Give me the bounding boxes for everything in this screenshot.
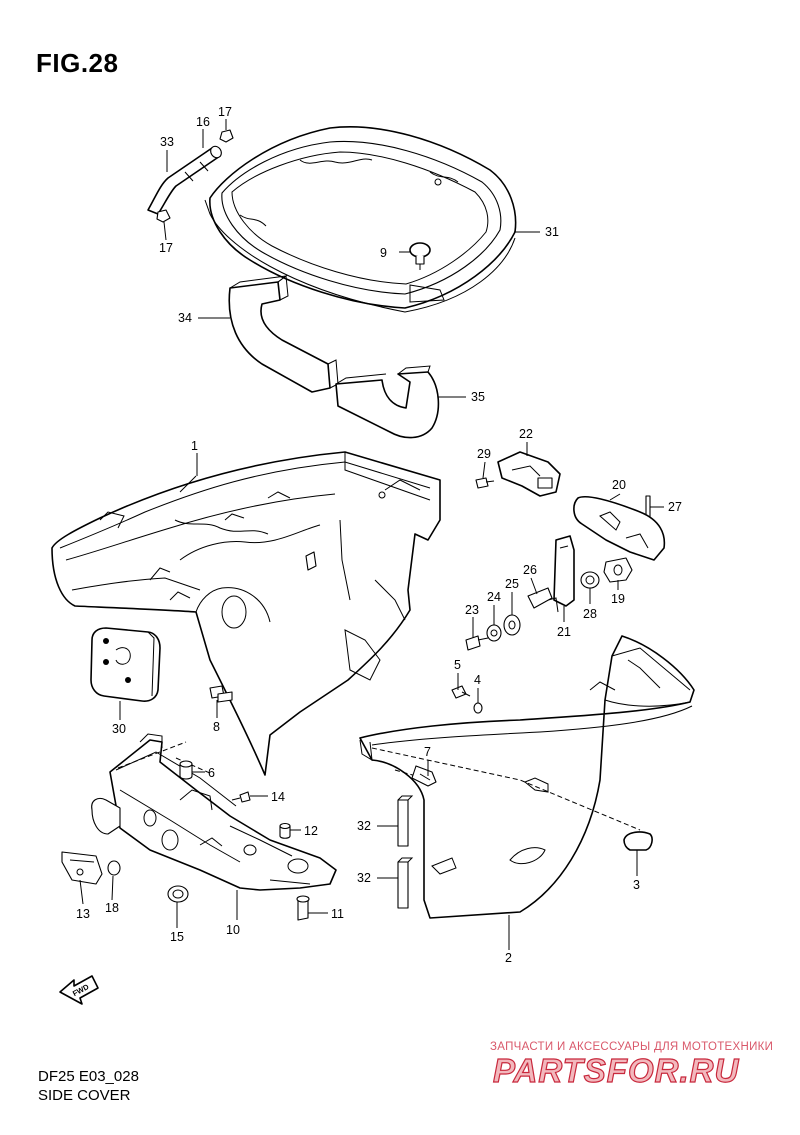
plug-3 [623, 831, 653, 851]
collar-6 [179, 760, 193, 780]
washer-24 [486, 624, 502, 642]
callout-11: 11 [331, 907, 344, 921]
hinge-22 [497, 451, 561, 497]
strip-32-upper [397, 795, 414, 847]
fwd-arrow-icon: FWD [59, 975, 99, 1005]
callout-13: 13 [76, 907, 90, 921]
callout-1: 1 [191, 439, 198, 453]
callout-10: 10 [226, 923, 240, 937]
callout-21: 21 [557, 625, 571, 639]
callout-7: 7 [424, 745, 431, 759]
foam-34 [228, 275, 339, 393]
callout-25: 25 [505, 577, 519, 591]
callout-30: 30 [112, 722, 126, 736]
callout-2: 2 [505, 951, 512, 965]
screw-29 [475, 477, 495, 489]
callout-32-upper: 32 [357, 819, 371, 833]
lower-cover-1 [51, 451, 441, 776]
figure-title: FIG.28 [36, 48, 119, 78]
callout-5: 5 [454, 658, 461, 672]
callout-17-top: 17 [218, 105, 232, 119]
watermark-logo: PARTSFOR.RU [492, 1051, 740, 1089]
callout-19: 19 [611, 592, 625, 606]
callout-27: 27 [668, 500, 682, 514]
callout-34: 34 [178, 311, 192, 325]
grommet-15 [167, 885, 189, 903]
washer-4 [473, 702, 483, 714]
grommet-9 [409, 242, 431, 270]
callout-18: 18 [105, 901, 119, 915]
screw-5 [451, 685, 471, 699]
model-code: DF25 E03_028 [38, 1068, 139, 1085]
figure-name: SIDE COVER [38, 1087, 131, 1104]
callout-8: 8 [213, 720, 220, 734]
callout-16: 16 [196, 115, 210, 129]
callout-15: 15 [170, 930, 184, 944]
callout-17-bottom: 17 [159, 241, 173, 255]
pin-12 [279, 822, 291, 839]
clip-26 [527, 587, 553, 609]
pad-30 [90, 627, 161, 702]
washer-25 [503, 614, 521, 636]
side-cover-2 [359, 635, 695, 919]
strip-32-lower [397, 857, 414, 909]
leader-lines [79, 119, 664, 950]
callout-31: 31 [545, 225, 559, 239]
lever-20 [573, 495, 666, 561]
callout-4: 4 [474, 673, 481, 687]
callout-23: 23 [465, 603, 479, 617]
callout-12: 12 [304, 824, 318, 838]
callout-33: 33 [160, 135, 174, 149]
callout-29: 29 [477, 447, 491, 461]
bolt-23 [465, 635, 489, 651]
callout-14: 14 [271, 790, 285, 804]
callout-26: 26 [523, 563, 537, 577]
watermark-tagline: ЗАПЧАСТИ И АКСЕССУАРЫ ДЛЯ МОТОТЕХНИКИ [490, 1041, 774, 1053]
callout-3: 3 [633, 878, 640, 892]
callout-20: 20 [612, 478, 626, 492]
callout-28: 28 [583, 607, 597, 621]
clip-13 [61, 851, 103, 885]
callout-22: 22 [519, 427, 533, 441]
callout-labels: 1 2 3 4 5 6 7 8 9 10 11 12 13 14 15 16 1… [76, 105, 682, 965]
callout-35: 35 [471, 390, 485, 404]
bolt-11 [296, 895, 310, 921]
top-seal-frame-31 [204, 126, 517, 313]
lock-19 [603, 557, 633, 583]
grommet-28 [580, 571, 600, 589]
callout-6: 6 [208, 766, 215, 780]
foam-35 [335, 365, 440, 439]
hose-16-33 [147, 129, 234, 223]
bracket-10 [91, 733, 337, 891]
bolt-8 [209, 685, 233, 703]
callout-9: 9 [380, 246, 387, 260]
screw-7 [411, 765, 437, 787]
callout-32-lower: 32 [357, 871, 371, 885]
callout-24: 24 [487, 590, 501, 604]
screw-14 [231, 791, 251, 803]
ring-18 [107, 860, 121, 876]
